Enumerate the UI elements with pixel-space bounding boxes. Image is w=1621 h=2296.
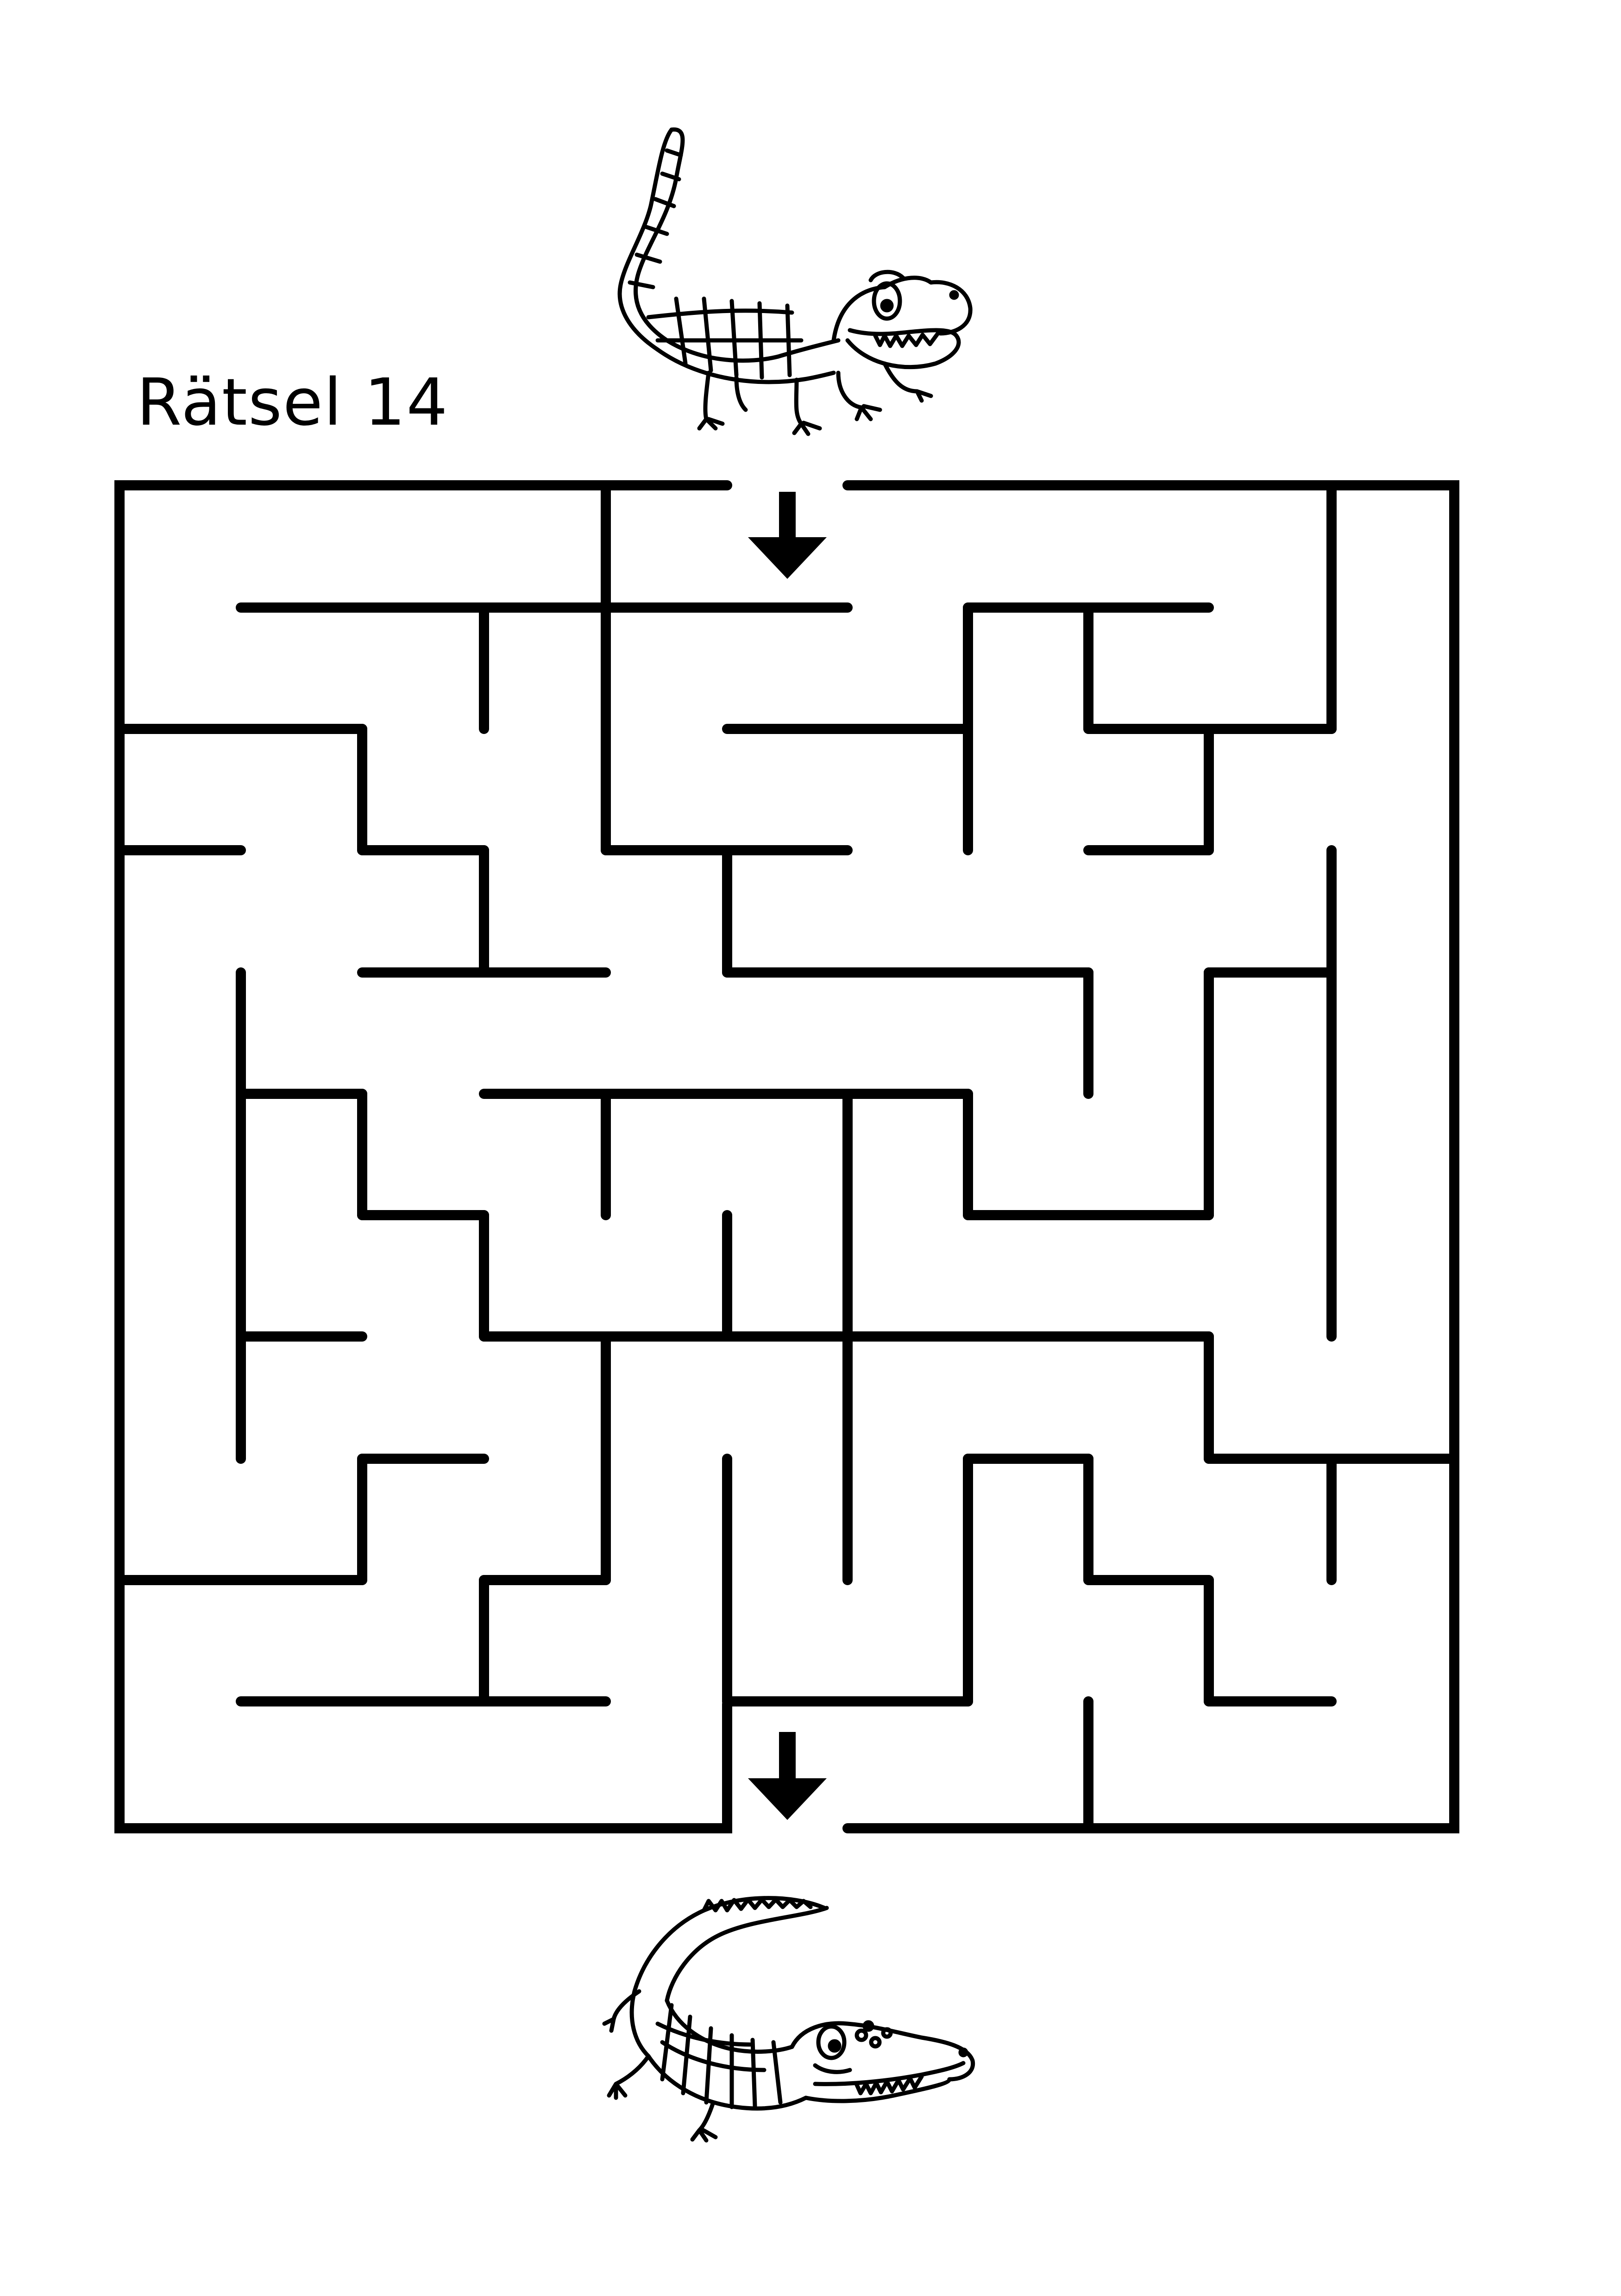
arrow-down-icon — [748, 492, 827, 579]
crocodile-icon — [602, 1896, 975, 2143]
crocodile-icon — [617, 127, 973, 436]
arrow-down-icon — [748, 1732, 827, 1820]
maze-walls — [114, 480, 1459, 1833]
puzzle-title: Rätsel 14 — [137, 365, 449, 440]
